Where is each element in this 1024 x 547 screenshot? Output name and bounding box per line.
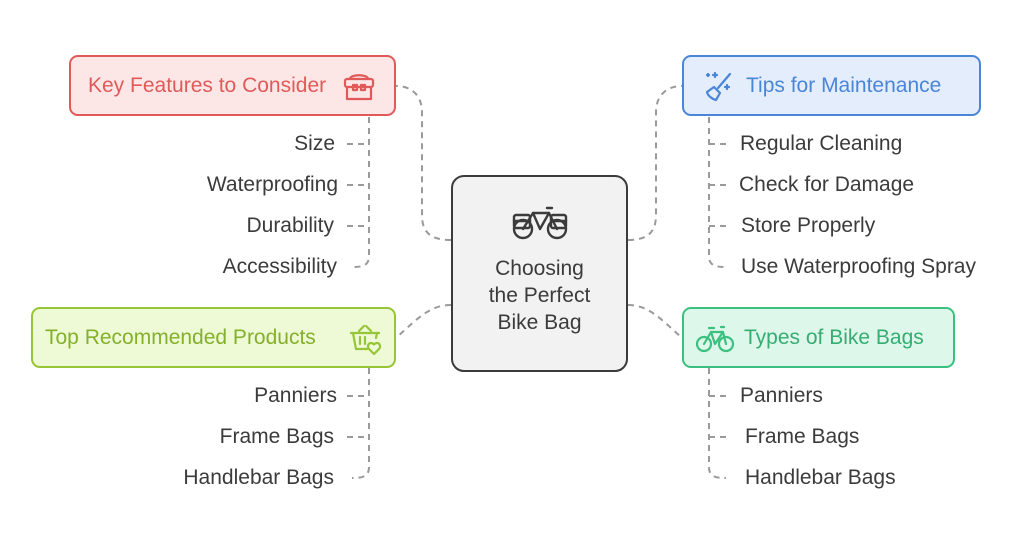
list-item: Accessibility [222, 255, 337, 278]
central-topic-node: Choosing the Perfect Bike Bag [451, 175, 628, 372]
basket-heart-icon [349, 323, 383, 357]
list-item: Frame Bags [745, 425, 860, 448]
branch-tips-maintenance: Tips for Maintenance [682, 55, 981, 116]
central-title-line-1: Choosing [495, 257, 584, 280]
branch-key-features: Key Features to Consider [69, 55, 396, 116]
branch-recommended-products: Top Recommended Products [31, 307, 396, 368]
central-topic-title: Choosing the Perfect Bike Bag [489, 255, 591, 336]
list-item: Store Properly [741, 214, 876, 237]
broom-sparkle-icon [702, 70, 736, 104]
central-title-line-2: the Perfect [488, 284, 591, 307]
list-item: Panniers [740, 384, 823, 407]
list-item: Handlebar Bags [745, 466, 896, 489]
list-item: Use Waterproofing Spray [741, 255, 976, 278]
list-item: Regular Cleaning [740, 132, 903, 155]
branch-types-of-bags-title: Types of Bike Bags [744, 325, 924, 349]
branch-tips-maintenance-title: Tips for Maintenance [746, 73, 942, 97]
list-item: Size [294, 132, 335, 155]
list-item: Durability [246, 214, 334, 237]
list-item: Frame Bags [219, 425, 334, 448]
branch-types-of-bags: Types of Bike Bags [682, 307, 955, 368]
branch-recommended-products-title: Top Recommended Products [45, 325, 316, 349]
bike-with-panniers-icon [511, 205, 569, 241]
bicycle-icon [696, 323, 734, 353]
central-title-line-3: Bike Bag [497, 311, 582, 334]
list-item: Panniers [254, 384, 337, 407]
branch-key-features-title: Key Features to Consider [88, 73, 327, 97]
list-item: Handlebar Bags [183, 466, 334, 489]
list-item: Waterproofing [206, 173, 338, 196]
bag-icon [342, 70, 376, 104]
list-item: Check for Damage [739, 173, 915, 196]
